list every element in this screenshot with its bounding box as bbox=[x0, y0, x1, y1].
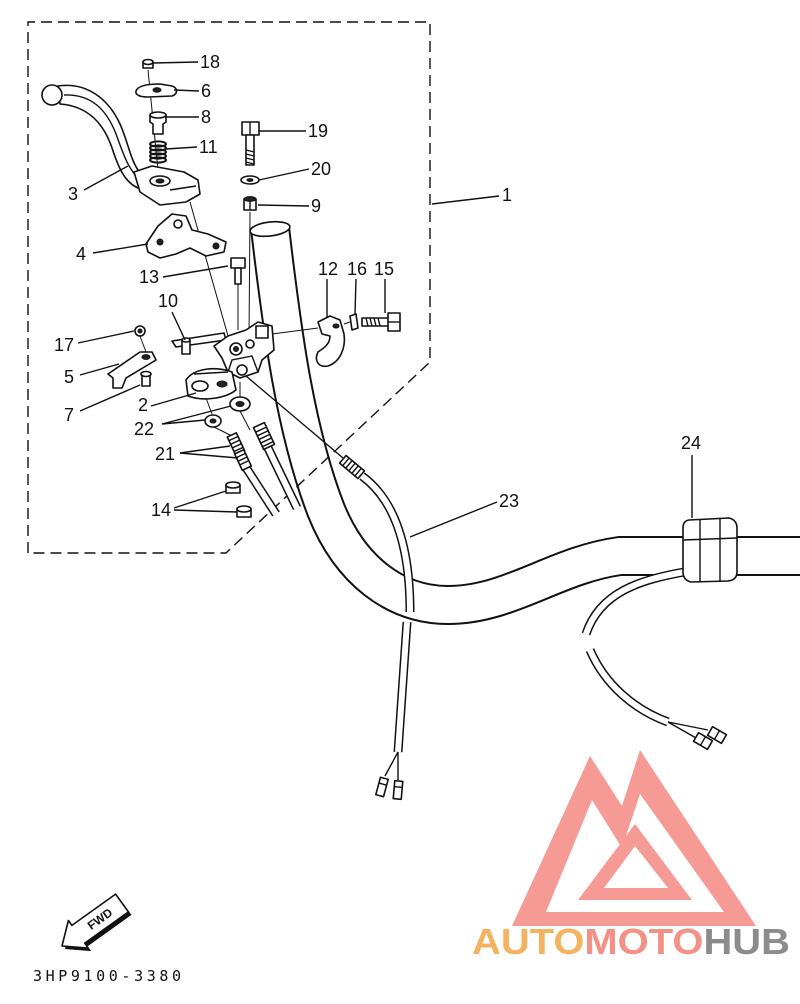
part-18-screw bbox=[142, 58, 154, 69]
part-6-plate bbox=[135, 83, 178, 98]
fwd-arrow-icon: FWD bbox=[61, 893, 132, 952]
callout-16: 16 bbox=[347, 259, 367, 279]
part-17-nut bbox=[134, 325, 146, 337]
callout-5: 5 bbox=[64, 367, 74, 387]
cable-23-plug-right bbox=[392, 779, 404, 801]
leader-line-14b bbox=[173, 509, 238, 513]
callout-8: 8 bbox=[201, 107, 211, 127]
leader-line-14a bbox=[173, 490, 227, 509]
part-21-adjusters bbox=[226, 421, 276, 472]
callout-7: 7 bbox=[64, 405, 74, 425]
part-23-cable bbox=[245, 375, 415, 801]
leader-line-13 bbox=[162, 265, 229, 278]
diagram-code: 3HP9100-3380 bbox=[33, 967, 181, 985]
part-16-washer bbox=[349, 313, 359, 331]
part-9-nut bbox=[243, 196, 257, 211]
part-7-screw bbox=[140, 370, 152, 387]
assembly-dashed-boundary bbox=[27, 21, 431, 554]
callout-1: 1 bbox=[502, 185, 512, 205]
callout-3: 3 bbox=[68, 184, 78, 204]
callout-19: 19 bbox=[308, 121, 328, 141]
leader-line-22a bbox=[161, 419, 206, 425]
callout-9: 9 bbox=[311, 196, 321, 216]
callout-17: 17 bbox=[54, 335, 74, 355]
callout-12: 12 bbox=[318, 259, 338, 279]
leader-line-9 bbox=[257, 204, 310, 207]
leader-line-5 bbox=[79, 363, 120, 376]
cable-23-connector bbox=[338, 454, 366, 480]
callout-15: 15 bbox=[374, 259, 394, 279]
leader-line-6 bbox=[173, 89, 200, 92]
leader-line-22b bbox=[161, 405, 232, 425]
part-11-spring bbox=[149, 140, 167, 164]
leader-line-23 bbox=[409, 501, 498, 538]
part-3-clutch-lever bbox=[41, 84, 201, 206]
callout-21: 21 bbox=[155, 444, 175, 464]
switch-wires bbox=[241, 446, 302, 517]
callout-22: 22 bbox=[134, 419, 154, 439]
callout-11: 11 bbox=[199, 137, 218, 157]
part-10-screw bbox=[181, 337, 191, 355]
part-19-bolt bbox=[241, 121, 260, 166]
callout-24: 24 bbox=[681, 433, 701, 453]
cable-23-plug-left bbox=[375, 776, 389, 798]
part-2-switch bbox=[185, 367, 237, 400]
part-4-bracket bbox=[145, 213, 227, 259]
callout-13: 13 bbox=[139, 267, 159, 287]
leader-lines bbox=[77, 61, 693, 538]
leader-line-4 bbox=[92, 243, 149, 254]
leader-line-11 bbox=[165, 146, 198, 150]
callout-20: 20 bbox=[311, 159, 331, 179]
part-22-grommets bbox=[204, 396, 251, 428]
handlebar bbox=[249, 220, 800, 626]
leader-line-1 bbox=[431, 195, 500, 205]
leader-line-3 bbox=[83, 165, 129, 191]
leader-line-17 bbox=[77, 330, 135, 344]
cable-24-plug-left bbox=[692, 731, 714, 751]
leader-line-18 bbox=[152, 61, 199, 64]
watermark-auto: AUTO bbox=[472, 921, 584, 962]
leader-line-10 bbox=[171, 311, 186, 341]
part-12-clamp bbox=[315, 315, 346, 368]
callout-23: 23 bbox=[499, 491, 519, 511]
callout-labels: 18 6 8 11 3 19 20 9 1 4 13 12 16 15 10 1… bbox=[54, 52, 701, 520]
leader-line-21b bbox=[179, 452, 239, 459]
leader-line-20 bbox=[258, 168, 310, 181]
callout-14: 14 bbox=[151, 500, 171, 520]
callout-2: 2 bbox=[138, 395, 148, 415]
callout-10: 10 bbox=[158, 291, 178, 311]
callout-4: 4 bbox=[76, 244, 86, 264]
watermark-logo bbox=[512, 750, 756, 926]
leader-line-16 bbox=[354, 278, 357, 315]
callout-6: 6 bbox=[201, 81, 211, 101]
leader-line-7 bbox=[79, 384, 141, 412]
cable-24-plug-right bbox=[706, 725, 728, 745]
watermark-moto: MOTO bbox=[584, 921, 703, 962]
part-13-bolt bbox=[230, 257, 246, 285]
part-20-washer bbox=[240, 175, 260, 185]
part-15-bolt bbox=[361, 312, 401, 332]
leader-line-21a bbox=[179, 445, 231, 454]
watermark-hub: HUB bbox=[703, 921, 790, 962]
leader-line-2 bbox=[150, 392, 197, 407]
callout-18: 18 bbox=[200, 52, 220, 72]
part-24-handlebar-switch bbox=[581, 517, 738, 751]
part-8-collar bbox=[149, 111, 167, 135]
part-5-switch-bracket bbox=[107, 351, 157, 389]
part-14-nuts bbox=[225, 481, 252, 518]
